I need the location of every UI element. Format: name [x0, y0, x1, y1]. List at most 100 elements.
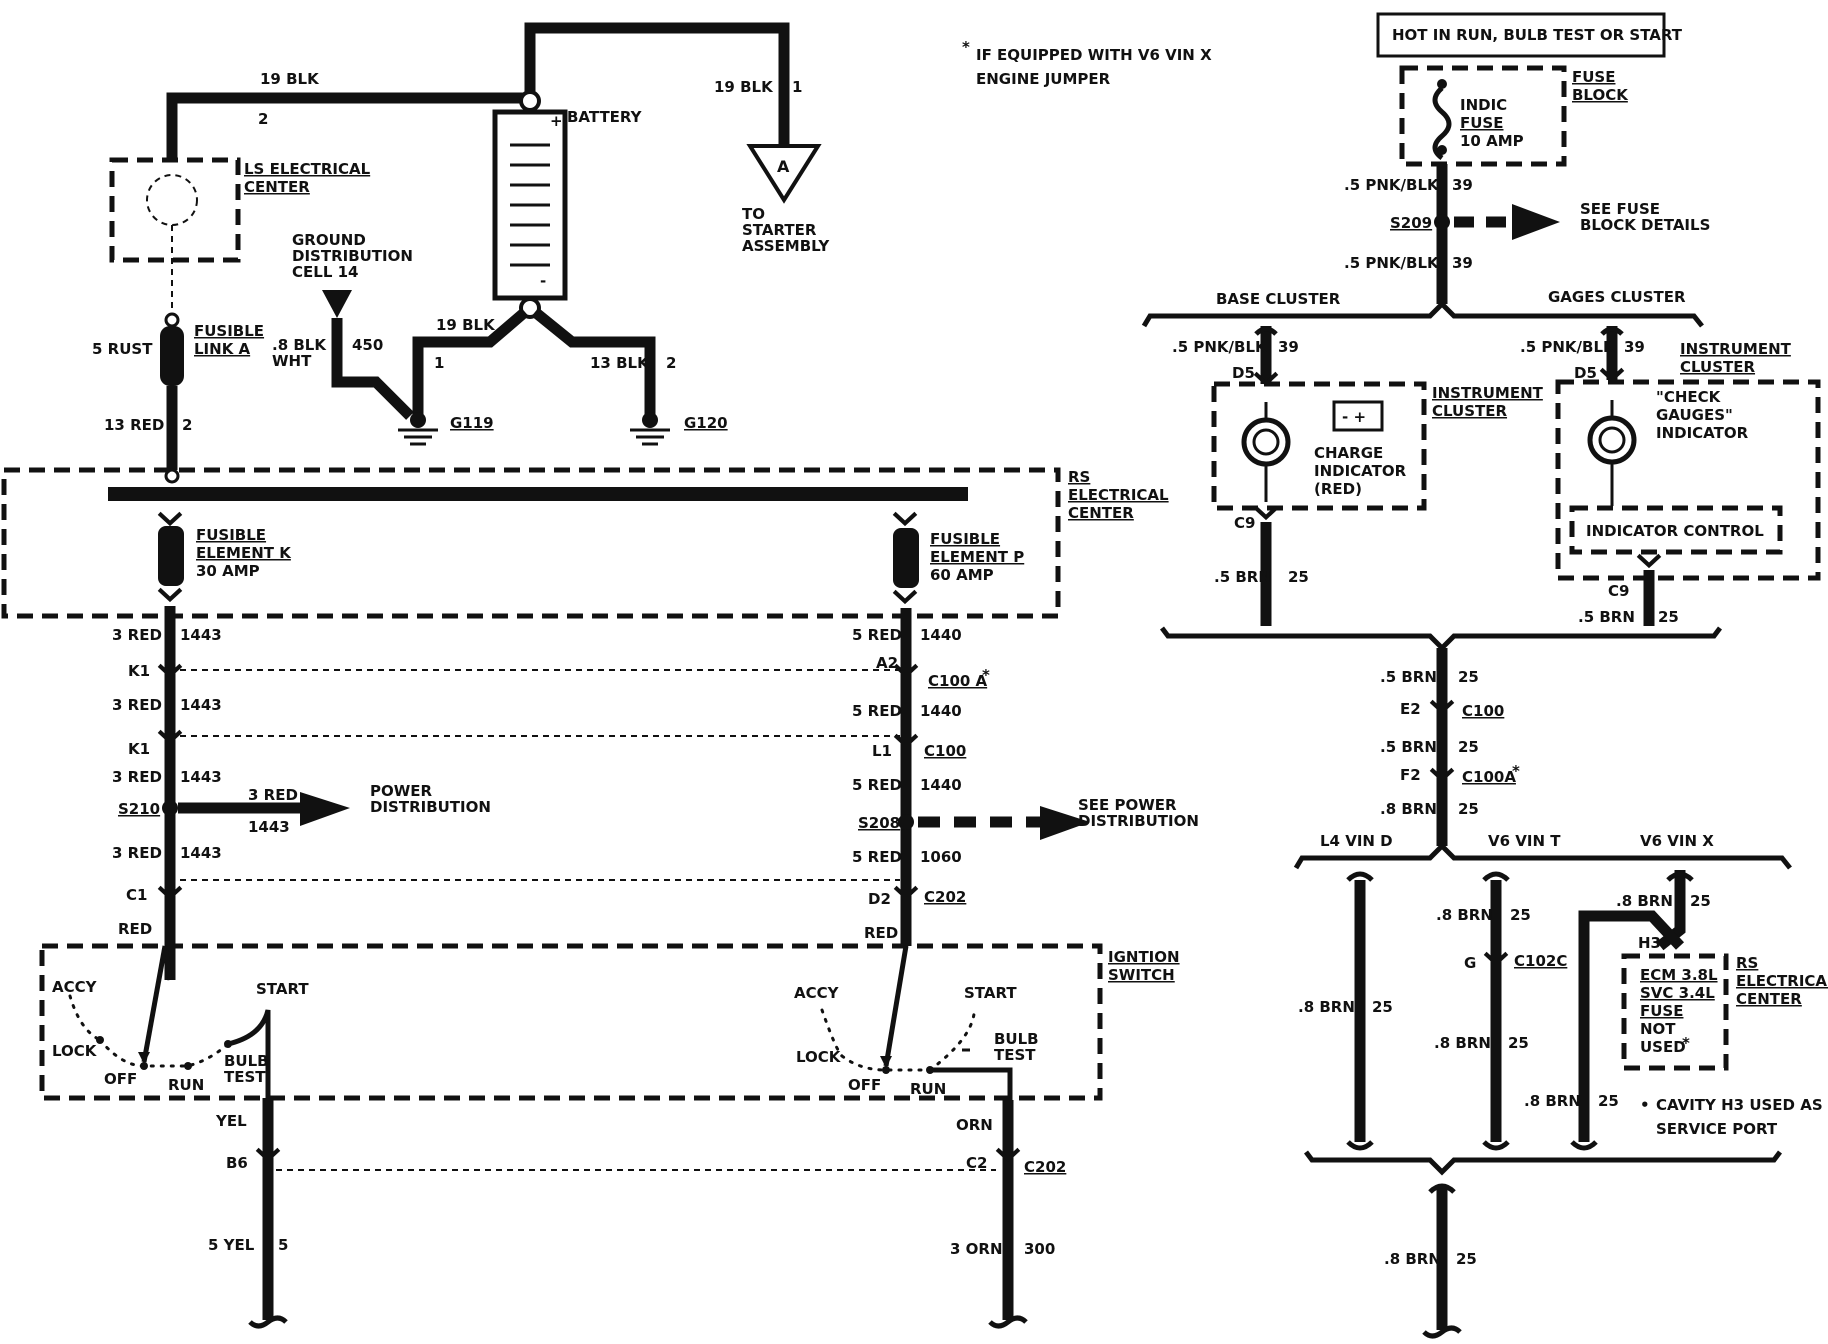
svg-text:-: -: [540, 272, 546, 290]
starter-tag-triangle: [746, 144, 822, 204]
left-lock: LOCK: [52, 1042, 98, 1060]
element-p-top-connector: [894, 513, 916, 523]
svg-text:- +: - +: [1342, 408, 1366, 426]
v6t-circuit-2: 25: [1508, 1034, 1529, 1052]
jumper-wire: [1578, 910, 1685, 1142]
right-output-gauge: 3 ORN: [950, 1240, 1003, 1258]
g120-wire-pin: 2: [666, 354, 676, 372]
base-instrument-label-2: CLUSTER: [1432, 402, 1507, 420]
base-c9: C9: [1234, 514, 1255, 532]
branch-circuit: 1443: [248, 818, 290, 836]
see-power-label-2: DISTRIBUTION: [1078, 812, 1199, 830]
gages-instrument-label-2: CLUSTER: [1680, 358, 1755, 376]
brn2-gauge: .5 BRN: [1380, 738, 1437, 756]
hot-in-run-label: HOT IN RUN, BULB TEST OR START: [1392, 26, 1683, 44]
left-seg2-gauge: 3 RED: [112, 696, 162, 714]
gages-brn-gauge: .5 BRN: [1578, 608, 1635, 626]
fuse-block-title-2: BLOCK: [1572, 86, 1629, 104]
right-seg1-gauge: 5 RED: [852, 626, 902, 644]
element-k-label-2: ELEMENT K: [196, 544, 292, 562]
s208-splice: [898, 814, 914, 830]
right-ignition-switch: [820, 945, 1013, 1100]
fuse-block-title-1: FUSE: [1572, 68, 1615, 86]
c102c-label: C102C: [1514, 952, 1567, 970]
indic-fuse-label-1: INDIC: [1460, 96, 1507, 114]
ls-center-circle: [146, 174, 198, 226]
gages-cluster-label: GAGES CLUSTER: [1548, 288, 1686, 306]
ecm-label-5: USED: [1640, 1038, 1686, 1056]
cavity-note: • CAVITY H3 USED AS SERVICE PORT: [1640, 1096, 1823, 1138]
ls-center-title-2: CENTER: [244, 178, 310, 196]
left-c1: C1: [126, 886, 147, 904]
right-red: RED: [864, 924, 898, 942]
power-dist-label-2: DISTRIBUTION: [370, 798, 491, 816]
charge-label-2: INDICATOR: [1314, 462, 1407, 480]
red-wire-pin: 2: [182, 416, 192, 434]
starter-label-3: ASSEMBLY: [742, 237, 830, 255]
starter-wire-pin: 1: [792, 78, 802, 96]
jumper-gauge: .8 BRN: [1524, 1092, 1581, 1110]
left-off: OFF: [104, 1070, 137, 1088]
fuse-wire1-circuit: 39: [1452, 176, 1473, 194]
gages-brn-circuit: 25: [1658, 608, 1679, 626]
see-fuse-label-1: SEE FUSE: [1580, 200, 1660, 218]
right-c202: C202: [924, 888, 966, 906]
right-seg4-gauge: 5 RED: [852, 848, 902, 866]
right-c100: C100: [924, 742, 966, 760]
right-seg1-circuit: 1440: [920, 626, 962, 644]
v6t-vin-label: V6 VIN T: [1488, 832, 1561, 850]
svg-text:IF EQUIPPED WITH V6 VIN X: IF EQUIPPED WITH V6 VIN X: [976, 46, 1212, 64]
l4-circuit: 25: [1372, 998, 1393, 1016]
left-start: START: [256, 980, 309, 998]
fuse-wire1-gauge: .5 PNK/BLK: [1344, 176, 1440, 194]
power-distribution-arrow: [300, 792, 350, 826]
l4-gauge: .8 BRN: [1298, 998, 1355, 1016]
s208-label: S208: [858, 814, 900, 832]
neg-wire-gauge: 19 BLK: [436, 316, 496, 334]
ground-g119-symbol: [398, 412, 438, 446]
right-output-circuit: 300: [1024, 1240, 1055, 1258]
rs-center-title-2: ELECTRICAL: [1068, 486, 1169, 504]
left-ignition-switch: [68, 945, 271, 1098]
ground-g120-symbol: [630, 412, 670, 446]
battery-label: BATTERY: [567, 108, 643, 126]
ground-distribution-wire: [331, 318, 414, 420]
gages-c9: C9: [1608, 582, 1629, 600]
charge-indicator-bulb: [1241, 417, 1291, 467]
indic-fuse-label-2: FUSE: [1460, 114, 1503, 132]
rs-center-title-3: CENTER: [1068, 504, 1134, 522]
left-test: TEST: [224, 1068, 266, 1086]
v6x-gauge: .8 BRN: [1616, 892, 1673, 910]
s210-splice: [162, 800, 178, 816]
left-output-circuit: 5: [278, 1236, 288, 1254]
indic-fuse: [1432, 86, 1452, 161]
g120-wire-gauge: 13 BLK: [590, 354, 650, 372]
left-seg3-gauge: 3 RED: [112, 768, 162, 786]
fuse-wire2-gauge: .5 PNK/BLK: [1344, 254, 1440, 272]
right-bulb: BULB: [994, 1030, 1039, 1048]
left-seg2-circuit: 1443: [180, 696, 222, 714]
charge-label-3: (RED): [1314, 480, 1362, 498]
ignition-title-1: IGNTION: [1108, 948, 1180, 966]
left-seg1-circuit: 1443: [180, 626, 222, 644]
element-k-label-1: FUSIBLE: [196, 526, 266, 544]
cluster-bracket: [1141, 300, 1704, 328]
right-seg3-circuit: 1440: [920, 776, 962, 794]
brn2-circuit: 25: [1458, 738, 1479, 756]
indicator-control-label: INDICATOR CONTROL: [1586, 522, 1764, 540]
base-c9-connector: [1255, 507, 1277, 517]
ecm-label-4: NOT: [1640, 1020, 1676, 1038]
ground-dist-circuit: 450: [352, 336, 383, 354]
brn1-circuit: 25: [1458, 668, 1479, 686]
base-cluster-label: BASE CLUSTER: [1216, 290, 1341, 308]
ground-distribution-triangle: [322, 290, 352, 318]
gages-instrument-cluster-box: [1555, 379, 1821, 581]
battery-positive-wire: [166, 92, 530, 160]
rs-center-title-1: RS: [1068, 468, 1090, 486]
right-accy: ACCY: [794, 984, 840, 1002]
left-output-gauge: 5 YEL: [208, 1236, 255, 1254]
left-run: RUN: [168, 1076, 204, 1094]
right-test: TEST: [994, 1046, 1036, 1064]
left-seg4-circuit: 1443: [180, 844, 222, 862]
